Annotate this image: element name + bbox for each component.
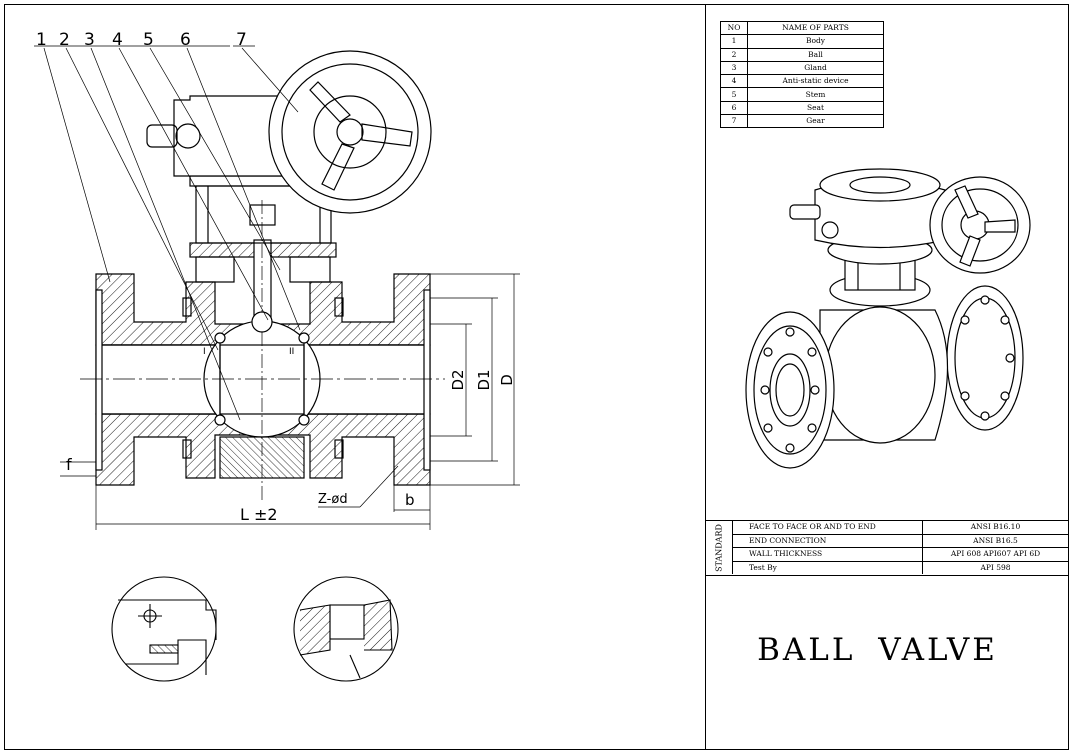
part-no: 4: [720, 74, 748, 89]
detail-ii: [293, 576, 399, 682]
part-no: 1: [720, 34, 748, 49]
part-name: Anti-static device: [747, 74, 884, 89]
dim-d2: D2: [449, 369, 467, 390]
parts-header-name: NAME OF PARTS: [747, 20, 884, 36]
standard-label-cell: STANDARD: [706, 521, 733, 574]
standard-label: STANDARD: [714, 524, 724, 572]
section-view: [34, 45, 520, 530]
detail-i: [111, 576, 217, 682]
parts-header-no: NO: [720, 20, 748, 36]
balloon-labels: 1 2 3 4 5 6 7: [36, 30, 247, 50]
dimension-labels: D2 D1 D f b Z-ød L ±2 I II: [66, 347, 516, 524]
part-no: 3: [720, 60, 748, 76]
standard-key: WALL THICKNESS: [733, 547, 923, 562]
detail-views: [111, 576, 399, 682]
balloon-1: 1: [36, 30, 47, 50]
isometric-view: [745, 168, 1031, 469]
balloon-6: 6: [180, 30, 191, 50]
standard-key: END CONNECTION: [733, 534, 923, 549]
standard-value: ANSI B16.5: [922, 534, 1068, 549]
frame-divider: [705, 4, 706, 750]
mark-i: I: [203, 347, 206, 357]
part-name: Stem: [747, 87, 884, 102]
title-block: BALL VALVE: [706, 576, 1069, 750]
balloon-7: 7: [236, 30, 247, 50]
balloon-2: 2: [59, 30, 70, 50]
part-name: Gear: [747, 114, 884, 129]
dim-length: L ±2: [240, 505, 278, 524]
dim-holes: Z-ød: [318, 492, 348, 507]
balloon-3: 3: [84, 30, 95, 50]
body-section-lower: [95, 413, 431, 486]
standard-key: FACE TO FACE OR AND TO END: [733, 521, 923, 535]
dim-b: b: [405, 491, 415, 509]
balloon-5: 5: [143, 30, 154, 50]
part-name: Ball: [747, 47, 884, 62]
standard-value: ANSI B16.10: [922, 521, 1068, 535]
part-no: 6: [720, 100, 748, 116]
mark-ii: II: [289, 347, 294, 357]
drawing-title: BALL VALVE: [757, 631, 998, 668]
dim-f: f: [66, 455, 72, 474]
part-name: Seat: [747, 100, 884, 116]
part-no: 5: [720, 87, 748, 102]
handwheel: [268, 50, 432, 214]
balloon-4: 4: [112, 30, 123, 50]
part-name: Gland: [747, 60, 884, 76]
dim-d: D: [498, 374, 516, 386]
drawing-frame: [4, 4, 1069, 750]
part-name: Body: [747, 34, 884, 49]
dim-d1: D1: [475, 369, 493, 390]
standard-value: API 598: [980, 563, 1011, 573]
standard-value: API 608 API607 API 6D: [922, 547, 1068, 562]
standard-key: Test By: [733, 561, 923, 575]
part-no: 7: [720, 114, 748, 129]
part-no: 2: [720, 47, 748, 62]
